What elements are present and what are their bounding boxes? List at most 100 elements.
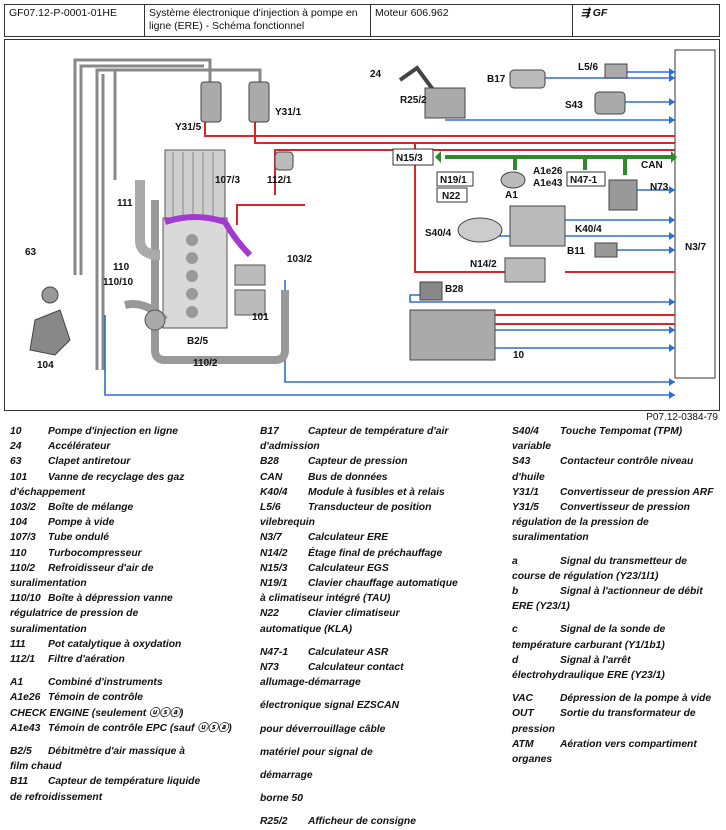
legend-key: VAC — [512, 693, 533, 705]
legend-text: d'huile — [512, 471, 545, 483]
legend-text: Aération vers compartiment — [560, 738, 697, 750]
legend-entry: N73 Calculateur contact — [260, 660, 502, 675]
legend-text: Dépression de la pompe à vide — [560, 693, 712, 705]
legend-text: Pompe à vide — [48, 517, 115, 529]
legend-text: matériel pour signal de — [260, 746, 373, 758]
label-can: CAN — [641, 160, 663, 171]
legend-key: 104 — [10, 517, 28, 529]
accelerator-pedal — [398, 65, 466, 119]
legend-key: Y31/1 — [512, 486, 539, 498]
legend-text: Combiné d'instruments — [48, 677, 163, 689]
legend-entry: vilebrequin — [260, 515, 502, 530]
legend-key: OUT — [512, 708, 534, 720]
legend-entry: variable — [512, 439, 724, 454]
legend-gap — [512, 546, 724, 554]
legend-text: Contacteur contrôle niveau — [560, 456, 694, 468]
legend-text: Calculateur ERE — [308, 532, 389, 544]
legend-gap — [260, 783, 502, 791]
legend-key: S40/4 — [512, 426, 539, 437]
legend-text: suralimentation — [10, 578, 87, 590]
legend-text: électrohydraulique ERE (Y23/1) — [512, 670, 665, 682]
legend-entry: organes — [512, 752, 724, 767]
legend-gap — [512, 614, 724, 622]
label-11010: 110/10 — [103, 277, 133, 288]
legend-text: Convertisseur de pression — [560, 502, 690, 514]
functional-diagram: 24 B17 L5/6 R25/2 S43 Y31/5 Y31/1 112/1 … — [4, 39, 720, 411]
legend-text: Témoin de contrôle EPC (sauf ⓤⓢⓐ) — [48, 722, 232, 734]
actuator-lines — [204, 120, 675, 325]
legend-entry: 10 Pompe d'injection en ligne — [10, 424, 250, 439]
legend-entry: ERE (Y23/1) — [512, 599, 724, 614]
legend-entry: démarrage — [260, 768, 502, 783]
legend-text: organes — [512, 754, 553, 766]
label-a1e26: A1e26 — [533, 166, 563, 177]
legend-key: 101 — [10, 471, 28, 483]
legend-entry: d'admission — [260, 439, 502, 454]
legend-text: Touche Tempomat (TPM) — [560, 426, 683, 437]
legend-gap — [260, 760, 502, 768]
legend-text: électronique signal EZSCAN — [260, 700, 400, 712]
legend-entry: régulation de la pression de — [512, 515, 724, 530]
legend-entry: d Signal à l'arrêt — [512, 653, 724, 668]
label-n22: N22 — [442, 191, 461, 202]
legend-key: N73 — [260, 662, 279, 674]
legend-gap — [512, 683, 724, 691]
legend-key: c — [512, 624, 518, 636]
legend-entry: électrohydraulique ERE (Y23/1) — [512, 668, 724, 683]
legend-text: Signal à l'arrêt — [560, 654, 631, 666]
legend-text: Pompe d'injection en ligne — [48, 426, 179, 437]
legend-key: N15/3 — [260, 562, 288, 574]
label-k404: K40/4 — [575, 224, 602, 235]
label-b28: B28 — [445, 284, 464, 295]
legend-key: d — [512, 654, 519, 666]
legend-text: Transducteur de position — [308, 502, 432, 514]
legend-text: Capteur de température d'air — [308, 426, 449, 437]
legend-text: Débitmètre d'air massique à — [48, 746, 185, 758]
legend-key: Y31/5 — [512, 502, 539, 514]
legend-text: Module à fusibles et à relais — [308, 486, 445, 498]
label-n142: N14/2 — [470, 259, 497, 270]
legend-key: A1 — [10, 677, 24, 689]
legend-key: 107/3 — [10, 532, 36, 544]
legend-entry: Y31/5 Convertisseur de pression — [512, 500, 724, 515]
legend-text: Calculateur contact — [308, 662, 404, 674]
legend-gap — [260, 714, 502, 722]
legend-key: B28 — [260, 456, 279, 468]
legend-key: 111 — [10, 638, 26, 650]
legend-entry: à climatiseur intégré (TAU) — [260, 591, 502, 606]
legend-key: 110 — [10, 547, 27, 559]
legend-entry: matériel pour signal de — [260, 745, 502, 760]
legend-text: Calculateur ASR — [308, 646, 389, 658]
a1-instrument-icon — [500, 171, 526, 189]
legend-text: borne 50 — [260, 793, 303, 805]
legend-key: 10 — [10, 426, 22, 437]
legend-entry: suralimentation — [512, 530, 724, 545]
legend-entry: B2/5 Débitmètre d'air massique à — [10, 744, 250, 759]
legend-text: Calculateur EGS — [308, 562, 389, 574]
legend-text: Accélérateur — [48, 441, 111, 453]
legend-key: a — [512, 555, 518, 567]
legend-key: 63 — [10, 456, 22, 468]
document-title: Système électronique d'injection à pompe… — [145, 5, 371, 36]
l56-sensor — [604, 63, 628, 79]
legend-key: B2/5 — [10, 746, 32, 758]
legend-text: Refroidisseur d'air de — [48, 562, 154, 574]
legend-text: Capteur de pression — [308, 456, 408, 468]
legend-text: Étage final de préchauffage — [308, 547, 443, 559]
legend-entry: électronique signal EZSCAN — [260, 698, 502, 713]
legend-key: R25/2 — [260, 816, 288, 828]
legend-entry: S40/4 Touche Tempomat (TPM) — [512, 424, 724, 439]
legend-text: d'échappement — [10, 486, 86, 498]
legend-key: N19/1 — [260, 578, 288, 590]
label-n153: N15/3 — [396, 153, 423, 164]
